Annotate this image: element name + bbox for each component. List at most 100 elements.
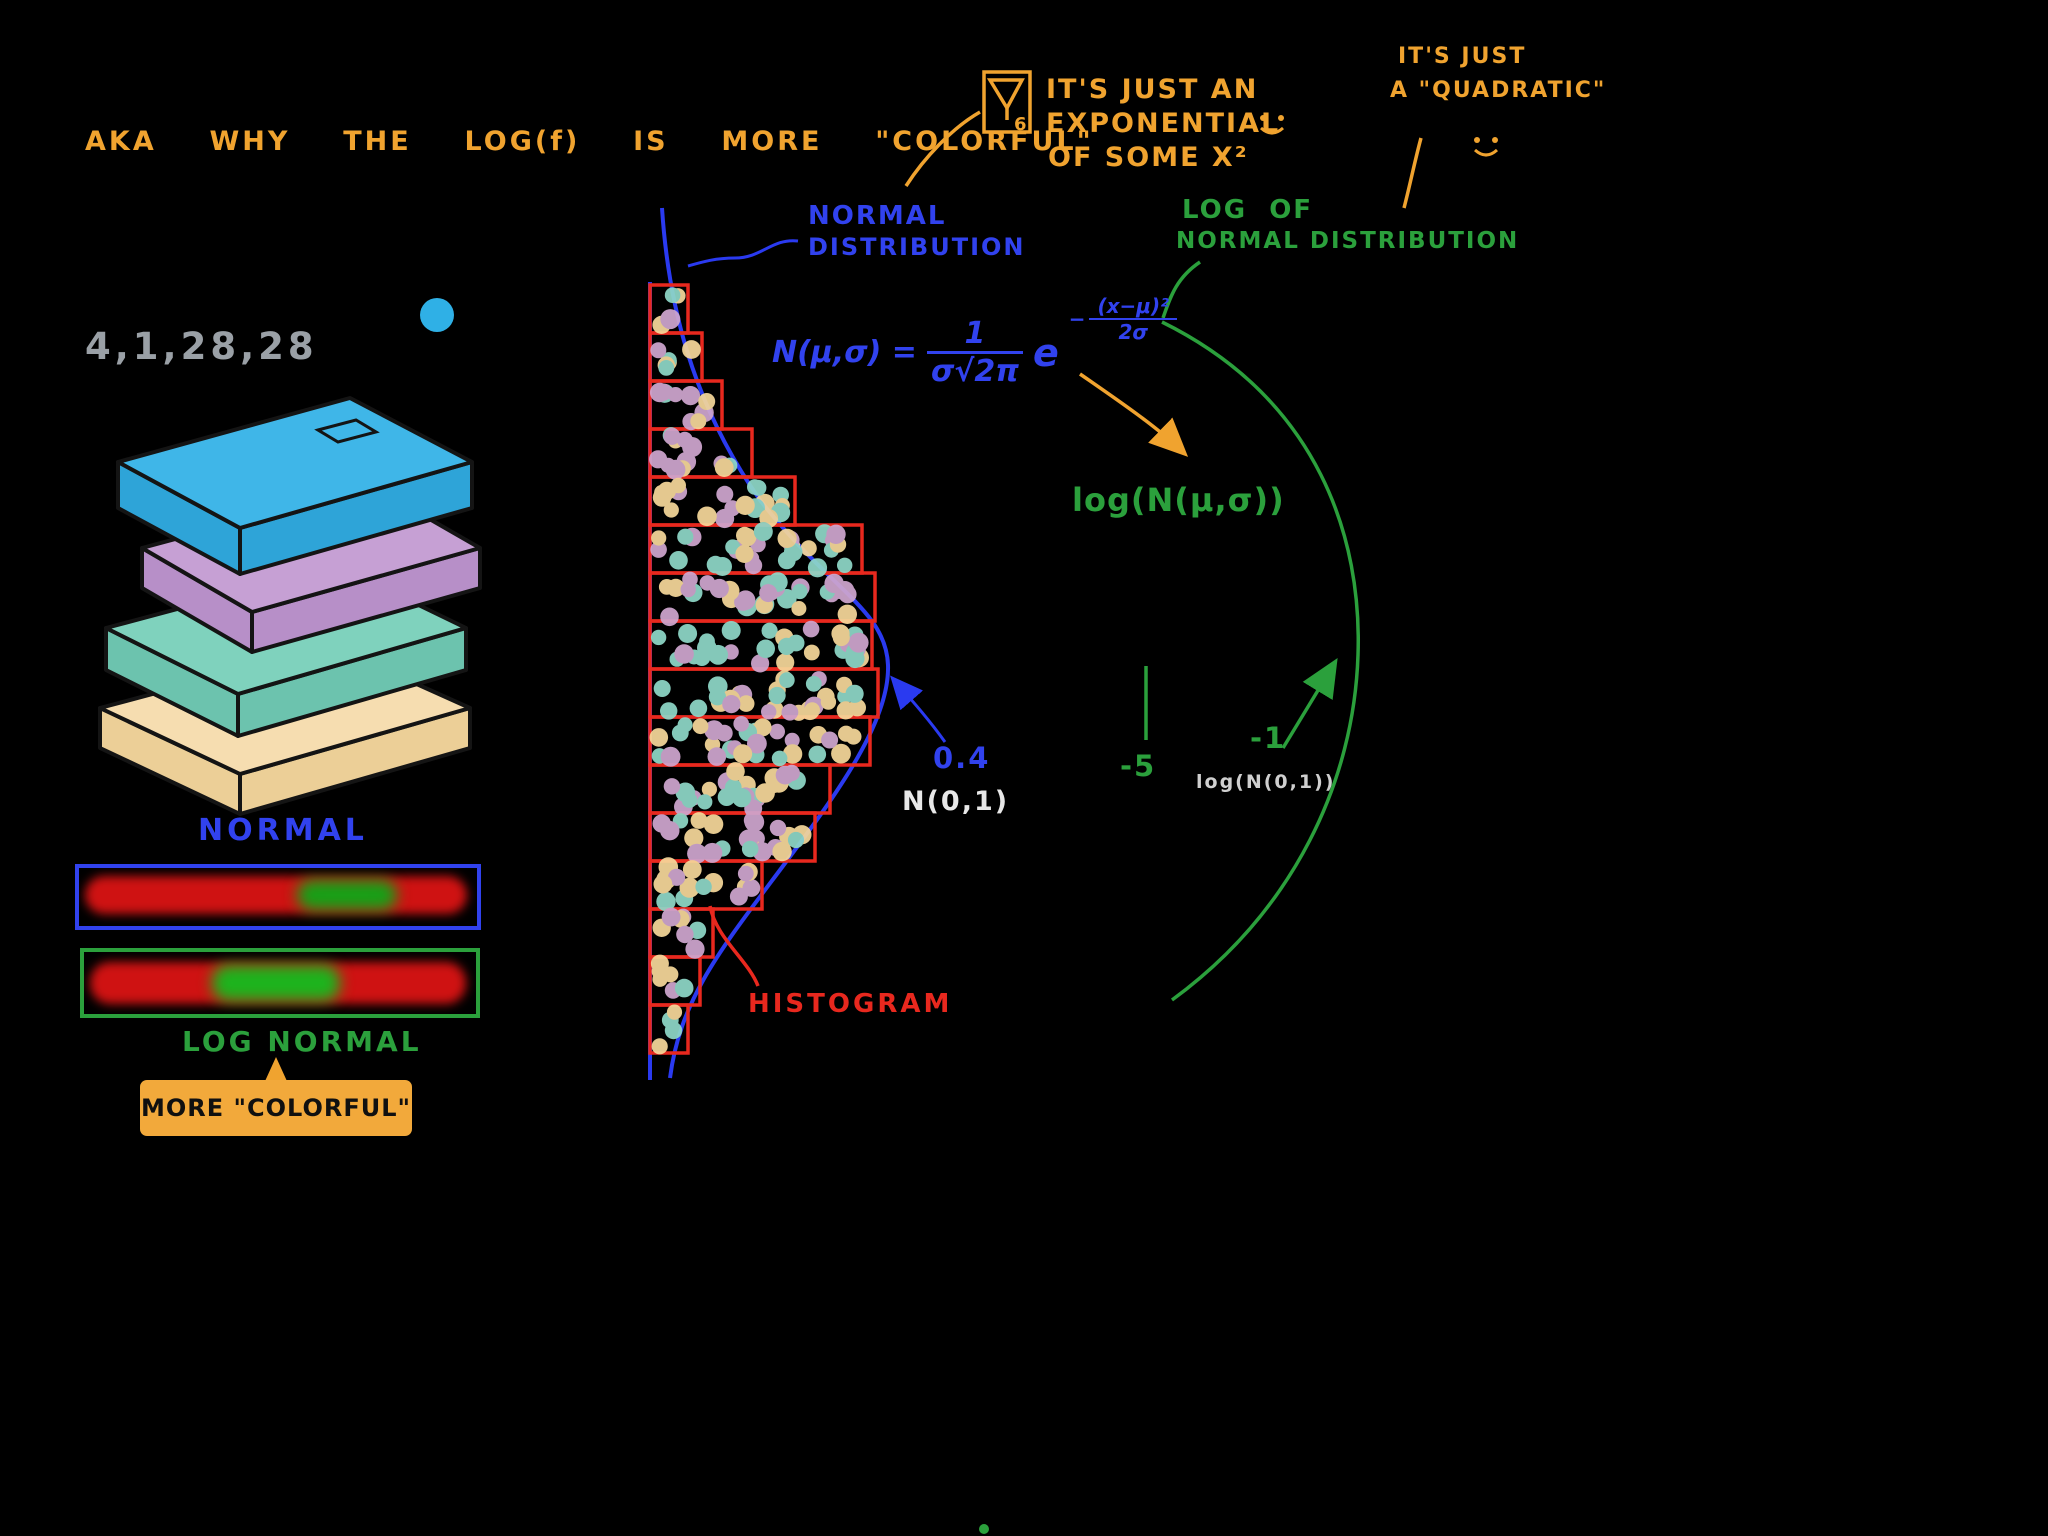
- sample-dot: [735, 590, 756, 610]
- sample-dot: [759, 584, 778, 603]
- sample-dot: [679, 877, 700, 898]
- minus1-label: -1: [1250, 721, 1287, 755]
- tensor-stack: [98, 298, 482, 816]
- sample-dot: [733, 744, 753, 764]
- sample-dot: [678, 624, 698, 643]
- sample-dot: [707, 747, 727, 766]
- sample-dot: [725, 778, 742, 796]
- sample-dot: [693, 649, 711, 666]
- sample-dot: [826, 524, 846, 544]
- sample-dot: [664, 287, 681, 304]
- sample-dot: [685, 939, 705, 959]
- sample-dot: [708, 644, 728, 665]
- quadratic-note-line2: A "QUADRATIC": [1390, 78, 1607, 103]
- sample-dot: [761, 622, 778, 639]
- log-arrow: [1079, 372, 1189, 457]
- normal-pdf-formula: N(μ,σ) = 1 σ√2π e − (x−μ)² 2σ: [772, 294, 1177, 389]
- sample-dot: [831, 743, 851, 764]
- standard-normal-label: N(0,1): [902, 786, 1010, 817]
- sample-dot: [761, 704, 777, 720]
- log-of-normal-label-line2: NORMAL DISTRIBUTION: [1176, 228, 1520, 254]
- sample-dot: [714, 458, 734, 477]
- sample-dot: [721, 621, 741, 640]
- sample-dot: [702, 842, 723, 863]
- minus5-label: -5: [1120, 749, 1157, 783]
- sample-dot: [742, 879, 761, 897]
- sample-dot: [687, 843, 707, 864]
- sample-dot: [681, 792, 698, 808]
- sample-dot: [650, 629, 667, 646]
- formula-lhs: N(μ,σ) =: [772, 335, 917, 370]
- sample-dot: [652, 814, 671, 833]
- sample-dot: [652, 488, 672, 507]
- tensor-shape-label: 4,1,28,28: [85, 325, 318, 368]
- sample-dot: [807, 558, 828, 578]
- sample-dot: [803, 644, 820, 661]
- sample-dot: [655, 383, 673, 401]
- icon-connector: [904, 110, 981, 187]
- sample-dot: [682, 860, 702, 879]
- sample-dot: [733, 716, 749, 732]
- log-normal-panel-label: LOG NORMAL: [182, 1025, 422, 1058]
- sample-dot: [698, 393, 716, 410]
- sample-dot: [658, 579, 675, 595]
- sample-dot: [777, 528, 797, 549]
- sample-dot: [781, 703, 799, 721]
- smiley-icon: [1259, 115, 1285, 135]
- sample-dots: [649, 287, 869, 1055]
- sample-dot: [674, 978, 694, 998]
- sample-dot: [650, 541, 667, 558]
- sample-dot: [684, 828, 704, 848]
- sample-dot: [653, 874, 673, 894]
- sample-dot: [692, 718, 709, 735]
- sample-dot: [653, 680, 671, 697]
- sample-dot: [771, 750, 788, 767]
- sample-dot: [753, 522, 773, 542]
- sample-dot: [743, 812, 761, 829]
- log-of-normal-label-line1: LOG OF: [1182, 195, 1314, 225]
- sample-dot: [680, 386, 701, 406]
- sample-dot: [726, 762, 745, 781]
- formula-numerator: 1: [964, 316, 986, 351]
- sample-dot: [709, 578, 729, 599]
- log-standard-normal-label: log(N(0,1)): [1196, 771, 1336, 793]
- sample-dot: [650, 342, 667, 359]
- quadratic-note-line1: IT'S JUST: [1398, 44, 1527, 69]
- log-normal-curve: [1161, 320, 1361, 1002]
- normal-curve: [660, 207, 891, 1079]
- exponent-sign: −: [1068, 306, 1086, 331]
- sample-dot: [682, 340, 701, 359]
- sample-dot: [668, 868, 686, 886]
- sample-dot: [663, 778, 681, 795]
- sample-dot: [676, 431, 693, 448]
- sample-dot: [848, 632, 869, 653]
- sample-dot: [753, 718, 772, 737]
- exponent-numerator: (x−μ)²: [1097, 293, 1169, 318]
- green-activation-blob: [212, 965, 340, 1001]
- sample-dot: [738, 528, 757, 547]
- peak-value-label: 0.4: [933, 741, 991, 775]
- sample-dot: [651, 1038, 668, 1055]
- smiley-icon: [1473, 137, 1499, 157]
- sample-dot: [697, 794, 713, 810]
- sample-dot: [651, 963, 667, 980]
- sample-dot: [832, 629, 850, 647]
- sample-dot: [689, 699, 708, 718]
- funnel-icon-digit: 6: [1014, 114, 1027, 135]
- sample-dot: [660, 309, 681, 330]
- sample-dot: [747, 733, 767, 754]
- sample-dot: [670, 477, 686, 494]
- exponent-fraction: (x−μ)² 2σ: [1089, 293, 1177, 344]
- sample-dot: [713, 557, 732, 576]
- stray-green-mark: [979, 1524, 989, 1534]
- sample-dot: [735, 495, 755, 515]
- sample-dot: [737, 695, 755, 712]
- tensor-layer-blue: [116, 396, 474, 576]
- sample-dot: [800, 540, 817, 557]
- sample-dot: [772, 841, 792, 862]
- sample-dot: [690, 812, 708, 829]
- page-title: AKA WHY THE LOG(f) IS MORE "COLORFUL": [85, 126, 1094, 157]
- peak-arrow: [890, 675, 947, 743]
